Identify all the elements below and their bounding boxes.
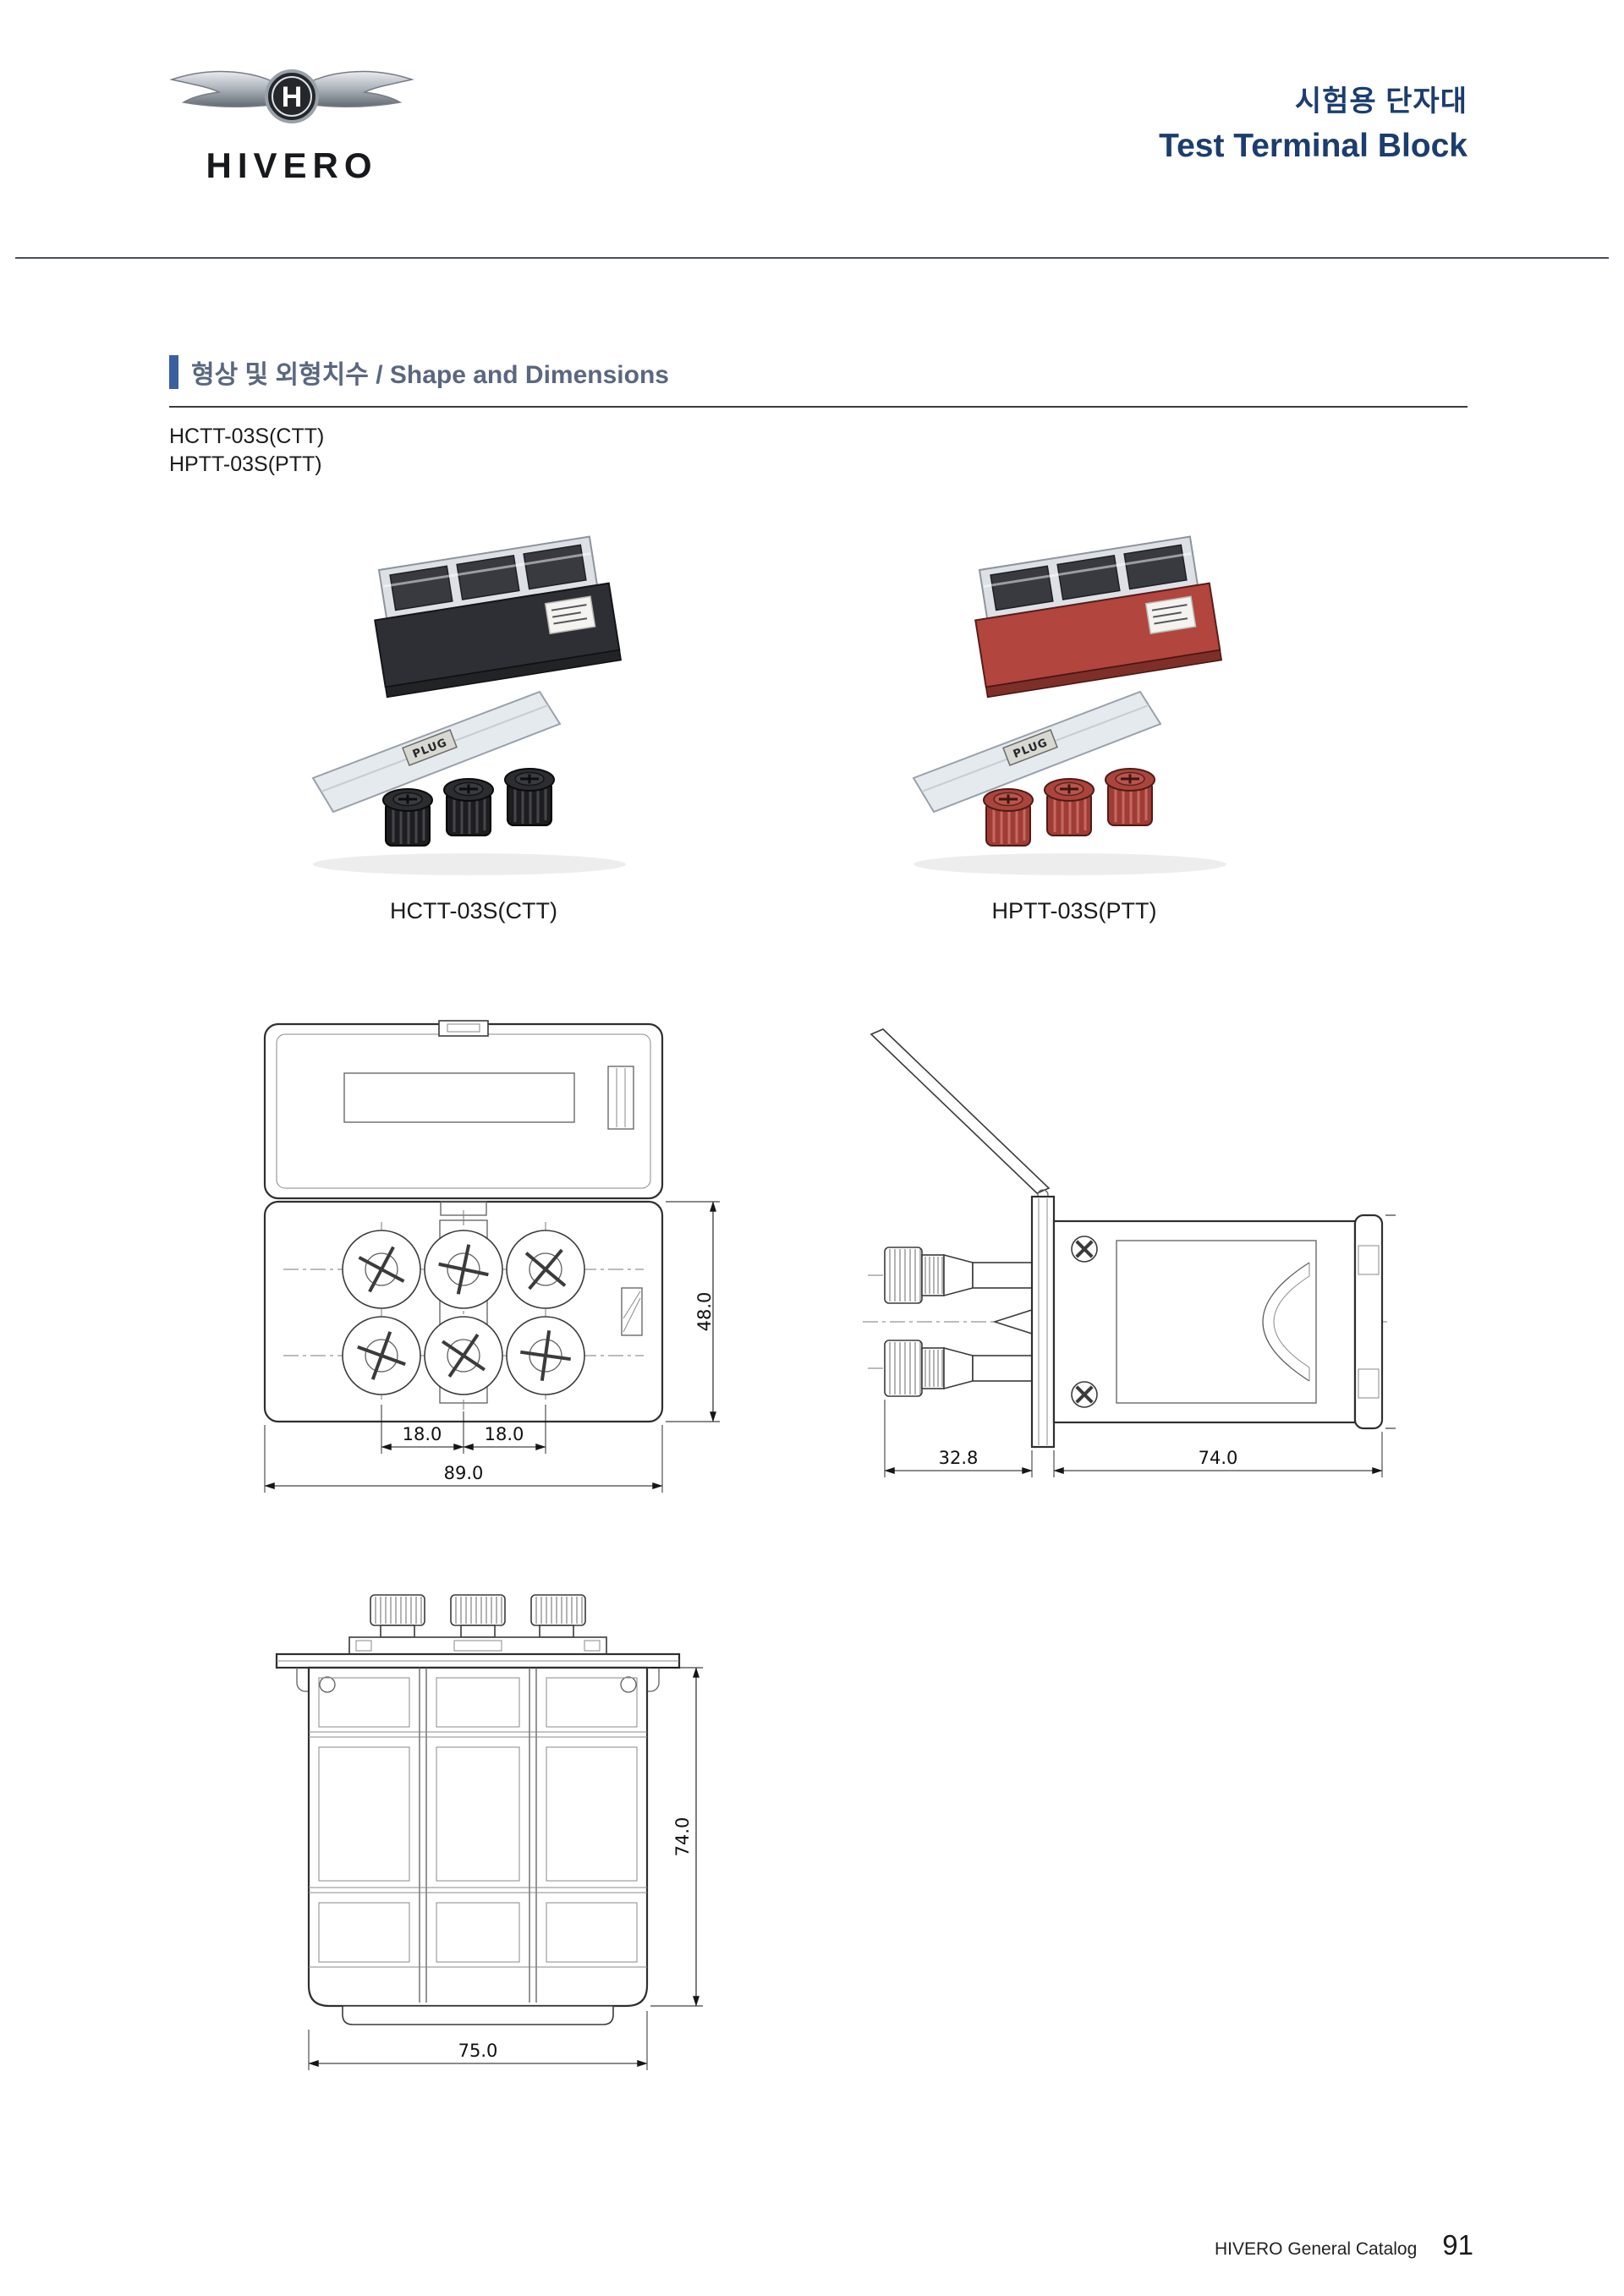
left-wing-icon <box>169 70 291 108</box>
right-wing-icon <box>293 70 414 108</box>
dim-front-depth-label: 32.8 <box>939 1448 979 1468</box>
terminal-knobs <box>983 768 1155 847</box>
side-knobs <box>884 1247 1033 1397</box>
bottom-dimensions: 74.0 75.0 <box>308 1667 703 2070</box>
model-list: HCTT-03S(CTT) HPTT-03S(PTT) <box>169 423 324 479</box>
dim-width-label: 75.0 <box>458 2041 498 2061</box>
section-heading-text: 형상 및 외형치수 / Shape and Dimensions <box>191 361 669 389</box>
section-accent-bar <box>169 355 178 389</box>
model-line-hctt: HCTT-03S(CTT) <box>169 425 325 448</box>
dim-pitch-right-label: 18.0 <box>485 1424 524 1444</box>
product-label <box>544 595 596 635</box>
page-title-block: 시험용 단자대 Test Terminal Block <box>1159 78 1468 165</box>
dim-height-label: 48.0 <box>694 1292 715 1332</box>
footer-page-number: 91 <box>1442 2229 1473 2260</box>
page-title-english: Test Terminal Block <box>1159 128 1468 164</box>
dim-body-depth-label: 74.0 <box>1199 1448 1238 1468</box>
hivero-logo: H HIVERO <box>165 54 419 186</box>
mounting-flange <box>275 1652 681 1692</box>
product-label <box>1144 595 1197 635</box>
mounting-flange <box>1030 1195 1056 1449</box>
caption-hptt: HPTT-03S(PTT) <box>991 898 1157 923</box>
section-divider <box>169 406 1468 408</box>
brand-name: HIVERO <box>206 145 378 185</box>
drawing-bottom-view: 74.0 75.0 <box>224 1590 732 2182</box>
caption-hctt: HCTT-03S(CTT) <box>390 898 557 923</box>
side-lid-open <box>870 1028 1051 1201</box>
model-line-hptt: HPTT-03S(PTT) <box>169 452 322 476</box>
side-body <box>1052 1219 1357 1424</box>
front-dimensions: 18.0 18.0 89.0 48.0 <box>264 1201 720 1493</box>
terminal-block-body <box>374 535 623 699</box>
header-divider <box>15 257 1609 259</box>
wings-emblem-icon: H <box>169 69 414 123</box>
bottom-body <box>307 1666 649 2025</box>
clear-cover-open: PLUG <box>311 690 562 814</box>
terminal-block-body <box>974 535 1223 699</box>
page-title-korean: 시험용 단자대 <box>1294 85 1468 118</box>
emblem-letter: H <box>282 81 303 113</box>
drawing-front-view: 18.0 18.0 89.0 48.0 <box>250 1019 740 1510</box>
page-footer: HIVERO General Catalog 91 <box>1215 2229 1473 2261</box>
emblem-circle <box>265 69 319 123</box>
footer-catalog-label: HIVERO General Catalog <box>1215 2239 1418 2259</box>
terminal-screws <box>342 1230 585 1395</box>
side-dimensions: 32.8 74.0 45.0 <box>884 1214 1396 1477</box>
terminal-knobs <box>382 768 555 847</box>
product-photo-hctt: PLUG <box>254 526 694 890</box>
end-bracket <box>1353 1214 1384 1430</box>
product-photo-hptt: PLUG <box>854 526 1294 890</box>
bottom-knobs <box>370 1594 586 1638</box>
clear-cover-open: PLUG <box>912 690 1162 814</box>
drawing-side-view: 32.8 74.0 45.0 <box>837 1027 1396 1501</box>
section-heading: 형상 및 외형치수 / Shape and Dimensions <box>169 353 669 391</box>
front-lid <box>263 1020 664 1200</box>
dim-body-depth-label: 74.0 <box>672 1817 693 1857</box>
cover-edge <box>348 1636 607 1655</box>
dim-total-width-label: 89.0 <box>444 1463 484 1483</box>
dim-pitch-left-label: 18.0 <box>403 1424 442 1444</box>
